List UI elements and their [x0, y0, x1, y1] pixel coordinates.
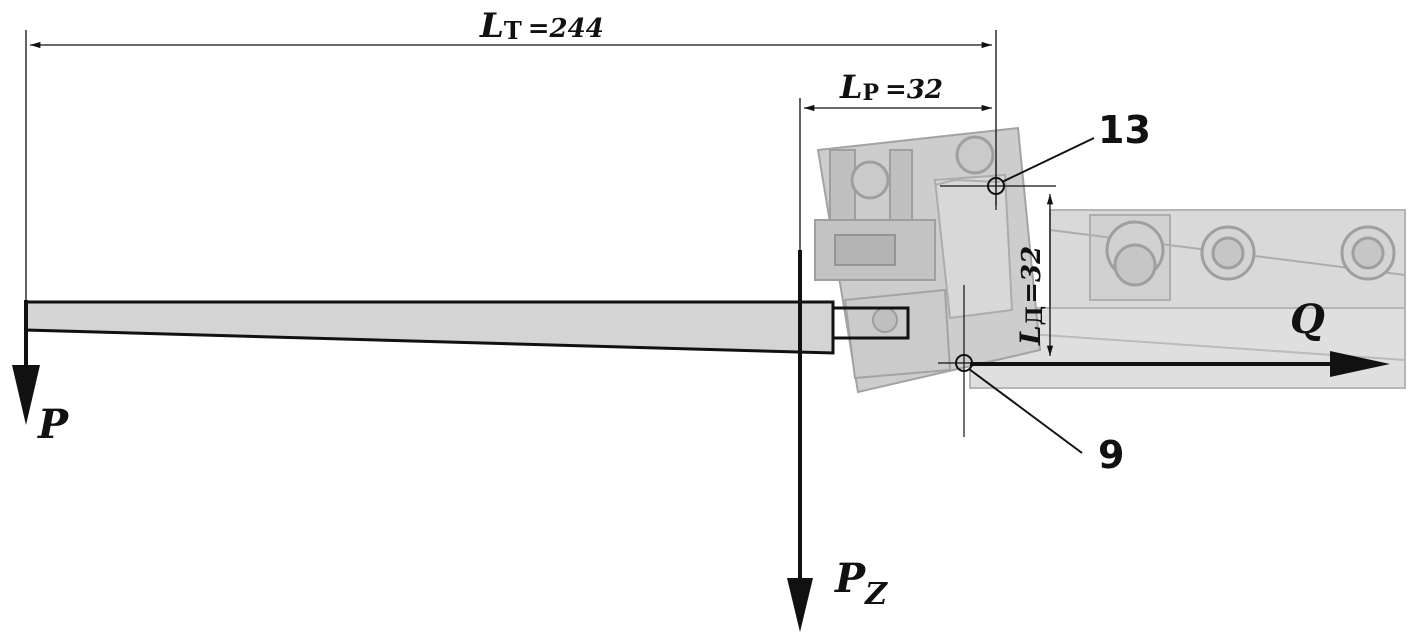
dimension-lp-label: LP=32	[839, 68, 943, 106]
dimension-lt-label: LТ=244	[479, 6, 604, 46]
tool-holder-assembly	[814, 126, 1406, 394]
force-p-label: P	[37, 401, 70, 448]
point-9: 9	[938, 285, 1124, 477]
force-pz-arrow-icon	[787, 578, 813, 632]
dimension-ld: LД=32	[940, 185, 1056, 356]
point-13-icon	[987, 177, 1005, 195]
dimension-lp: LP=32	[799, 68, 992, 300]
dimension-lt: LТ=244	[25, 6, 997, 300]
callout-13: 13	[1098, 108, 1151, 152]
force-p: P	[12, 300, 70, 448]
bar-tip	[831, 306, 910, 340]
force-q: Q	[970, 296, 1390, 377]
force-pz-label: PZ	[834, 555, 888, 612]
point-13: 13	[987, 108, 1151, 210]
dimension-ld-label: LД=32	[1014, 246, 1048, 346]
force-q-label: Q	[1290, 296, 1325, 343]
boring-bar	[24, 300, 910, 355]
force-p-arrow-icon	[12, 365, 40, 425]
force-q-arrow-icon	[1330, 351, 1390, 377]
force-pz: PZ	[787, 250, 888, 632]
callout-9: 9	[1098, 433, 1124, 477]
